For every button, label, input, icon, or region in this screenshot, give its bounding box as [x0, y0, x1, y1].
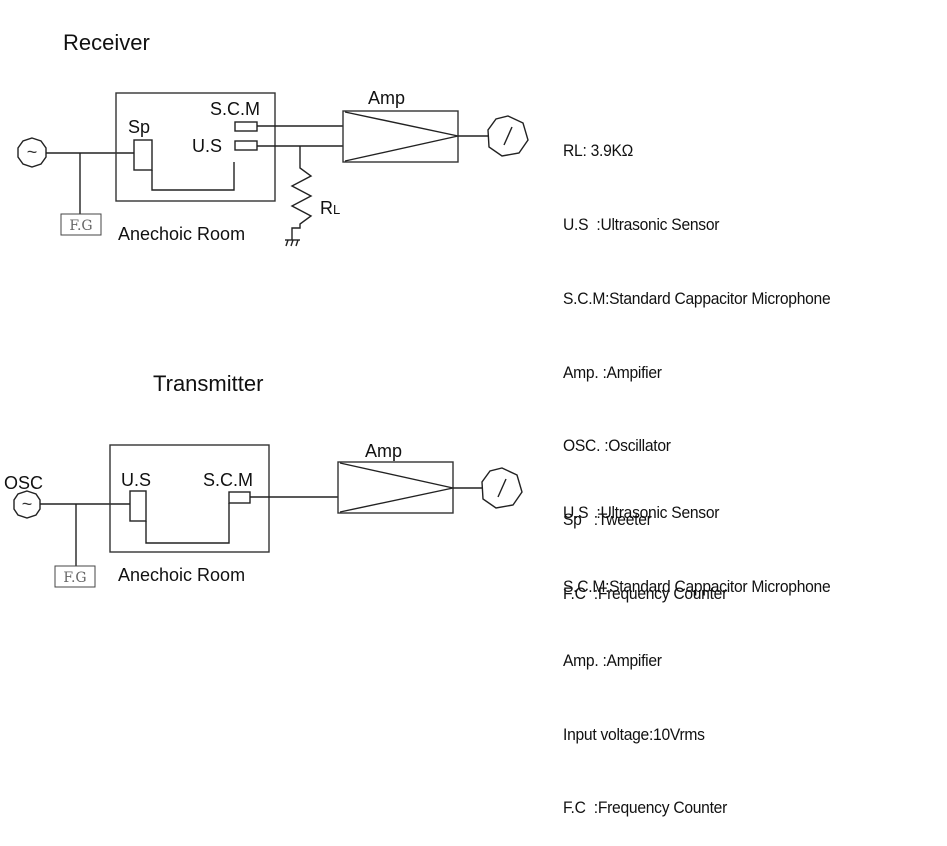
legend-item: S.C.M:Standard Cappacitor Microphone: [563, 288, 831, 308]
receiver-title: Receiver: [63, 30, 150, 55]
scm-microphone-icon: [228, 491, 251, 504]
legend-item: Sp :Tweeter: [563, 510, 652, 530]
room-inner-wire: [151, 162, 235, 191]
meter-needle: [503, 126, 513, 146]
amplifier-triangle-icon: [344, 111, 459, 162]
receiver-circuit: Receiver ~ F.G Anechoic Room Sp S.C.M U.…: [17, 30, 529, 247]
sensor-label: U.S: [121, 470, 151, 490]
speaker-icon: [133, 139, 153, 171]
legend-item: U.S :Ultrasonic Sensor: [563, 214, 720, 234]
legend-item: Amp. :Ampifier: [563, 650, 662, 670]
legend-item: F.C :Frequency Counter: [563, 583, 728, 603]
transmitter-circuit: Transmitter OSC ~ F.G Anechoic Room U.S …: [4, 371, 523, 588]
transmitter-title: Transmitter: [153, 371, 263, 396]
ground-icon: [285, 239, 300, 247]
amp-label: Amp: [365, 441, 402, 461]
speaker-label: Sp: [128, 117, 150, 137]
oscillator-icon: [13, 490, 41, 519]
function-generator-box: [60, 213, 102, 236]
scm-label: S.C.M: [203, 470, 253, 490]
receiver-legend: RL: 3.9KΩ U.S :Ultrasonic Sensor S.C.M:S…: [563, 90, 831, 631]
function-generator-label: F.G: [69, 218, 92, 234]
ac-source-symbol: ~: [27, 142, 38, 162]
legend-item: S.C.M:Standard Cappacitor Microphone: [563, 576, 831, 596]
circuit-diagram: Receiver ~ F.G Anechoic Room Sp S.C.M U.…: [4, 30, 529, 588]
oscillator-label: OSC: [4, 473, 43, 493]
legend-item: RL: 3.9KΩ: [563, 141, 634, 161]
meter-needle: [497, 478, 507, 498]
scm-label: S.C.M: [210, 99, 260, 119]
sensor-label: U.S: [192, 136, 222, 156]
anechoic-room-box: [115, 92, 276, 202]
function-generator-label: F.G: [63, 570, 86, 586]
load-resistor-icon: [290, 146, 313, 240]
scm-microphone-icon: [234, 121, 258, 132]
load-resistor-label: RL: [320, 198, 340, 218]
load-resistor-label-sub: L: [333, 202, 340, 217]
load-resistor-label-main: R: [320, 198, 333, 218]
legend-item: Amp. :Ampifier: [563, 362, 662, 382]
ac-source-icon: [17, 137, 47, 168]
amp-label: Amp: [368, 88, 405, 108]
legend-item: Input voltage:10Vrms: [563, 724, 705, 744]
amplifier-triangle-icon: [339, 462, 454, 513]
ultrasonic-sensor-icon: [129, 490, 147, 522]
ultrasonic-sensor-icon: [234, 140, 258, 151]
amplifier-box: [342, 110, 459, 163]
legend-item: U.S :Ultrasonic Sensor: [563, 503, 720, 523]
function-generator-box: [54, 565, 96, 588]
transmitter-legend: U.S :Ultrasonic Sensor S.C.M:Standard Ca…: [563, 452, 831, 846]
anechoic-room-box: [109, 444, 270, 553]
amplifier-box: [337, 461, 454, 514]
legend-item: OSC. :Oscillator: [563, 436, 671, 456]
room-inner-wire: [145, 503, 230, 544]
oscillator-symbol: ~: [22, 494, 33, 514]
anechoic-room-label: Anechoic Room: [118, 565, 245, 585]
legend-item: F.C :Frequency Counter: [563, 798, 728, 818]
anechoic-room-label: Anechoic Room: [118, 224, 245, 244]
